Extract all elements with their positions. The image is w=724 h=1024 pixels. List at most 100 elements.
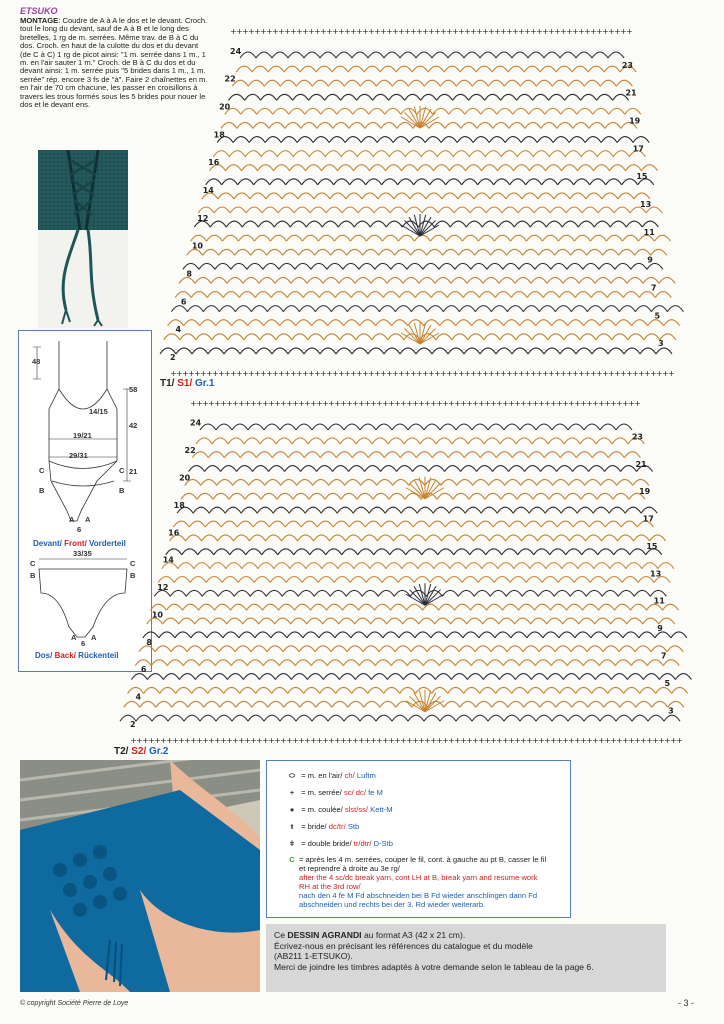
chain-arch (209, 562, 227, 569)
chain-arch (455, 79, 473, 87)
chain-arch (249, 192, 267, 200)
chain-arch (201, 589, 219, 597)
chain-arch (341, 206, 359, 214)
chain-arch (253, 575, 271, 583)
chain-arch (492, 121, 510, 129)
foundation-stitch: + (308, 369, 315, 378)
chain-arch (273, 220, 291, 228)
chain-arch (312, 136, 330, 143)
foundation-stitch: + (488, 369, 495, 378)
foundation-stitch: + (410, 369, 417, 378)
foundation-stitch: + (170, 369, 177, 378)
chain-arch (226, 673, 244, 680)
foundation-stitch: + (566, 369, 573, 378)
chain-arch (238, 234, 255, 242)
row-number: 11 (654, 597, 666, 606)
chain-arch (370, 673, 388, 680)
foundation-stitch: + (364, 736, 371, 745)
chain-arch (555, 65, 573, 73)
foundation-stitch: + (464, 27, 471, 36)
chain-arch (309, 206, 327, 214)
chain-arch (182, 659, 200, 666)
chain-arch (607, 686, 625, 694)
chain-arch (400, 506, 418, 514)
chain-arch (351, 451, 369, 459)
chain-arch (158, 631, 176, 639)
chain-arch (632, 136, 650, 143)
chain-arch (591, 347, 609, 355)
chain-arch (199, 714, 217, 722)
chain-arch (194, 673, 212, 680)
chain-arch (210, 673, 228, 680)
chain-arch (429, 178, 447, 186)
chain-arch (383, 451, 401, 459)
fan-stitch (413, 106, 421, 129)
chain-arch (407, 319, 425, 327)
foundation-stitch: + (338, 27, 345, 36)
chain-arch (638, 291, 656, 298)
foundation-stitch: + (452, 27, 459, 36)
chain-arch (248, 478, 266, 486)
chain-arch (450, 617, 468, 625)
foundation-stitch: + (454, 736, 461, 745)
chain-arch (256, 107, 274, 115)
chain-arch (629, 206, 647, 214)
chain-arch (343, 423, 361, 431)
chain-arch (428, 121, 446, 129)
chain-arch (377, 192, 395, 200)
chain-arch (227, 333, 245, 341)
chain-arch (425, 192, 443, 200)
foundation-stitch: + (254, 369, 261, 378)
chain-arch (161, 562, 179, 569)
chain-arch (155, 700, 173, 708)
chain-arch (513, 562, 531, 569)
chain-arch (220, 520, 238, 528)
chain-arch (350, 291, 368, 298)
chain-arch (488, 136, 506, 143)
foundation-stitch: + (208, 736, 215, 745)
foundation-stitch: + (512, 27, 519, 36)
chain-arch (474, 305, 492, 312)
foundation-stitch: + (526, 736, 533, 745)
chain-arch (608, 107, 626, 115)
chain-arch (511, 686, 529, 694)
chain-arch (325, 548, 343, 556)
chain-arch (250, 305, 268, 312)
chain-arch (527, 51, 545, 59)
row-number: 7 (651, 283, 657, 292)
foundation-stitch: + (590, 27, 597, 36)
chain-arch (318, 631, 336, 639)
back-point-a-right: A (91, 633, 97, 642)
chain-arch (469, 548, 487, 556)
chain-arch (647, 714, 665, 722)
chain-arch (602, 305, 620, 312)
foundation-stitch: + (574, 399, 581, 408)
chain-arch (410, 645, 428, 653)
chain-arch (198, 603, 215, 611)
chain-arch (235, 65, 253, 73)
chain-arch (240, 107, 258, 115)
chain-arch (191, 451, 209, 459)
chain-arch (250, 645, 268, 653)
chain-arch (257, 164, 274, 172)
foundation-stitch: + (218, 369, 225, 378)
fan-stitch (418, 583, 426, 606)
chain-arch (254, 631, 272, 639)
chain-arch (566, 262, 584, 270)
chain-arch (600, 136, 618, 143)
chain-arch (284, 121, 302, 129)
chain-arch (348, 121, 366, 129)
row-number: 19 (639, 487, 651, 496)
chain-arch (455, 714, 473, 722)
chain-arch (366, 291, 384, 298)
foundation-stitch: + (244, 399, 251, 408)
foundation-stitch: + (422, 369, 429, 378)
chain-arch (381, 178, 399, 186)
fan-stitch (424, 700, 445, 713)
chain-arch (262, 262, 280, 270)
chain-arch (629, 548, 647, 556)
chain-arch (598, 659, 616, 666)
chain-arch (659, 333, 677, 341)
chain-arch (359, 79, 377, 87)
chain-arch (484, 150, 502, 157)
